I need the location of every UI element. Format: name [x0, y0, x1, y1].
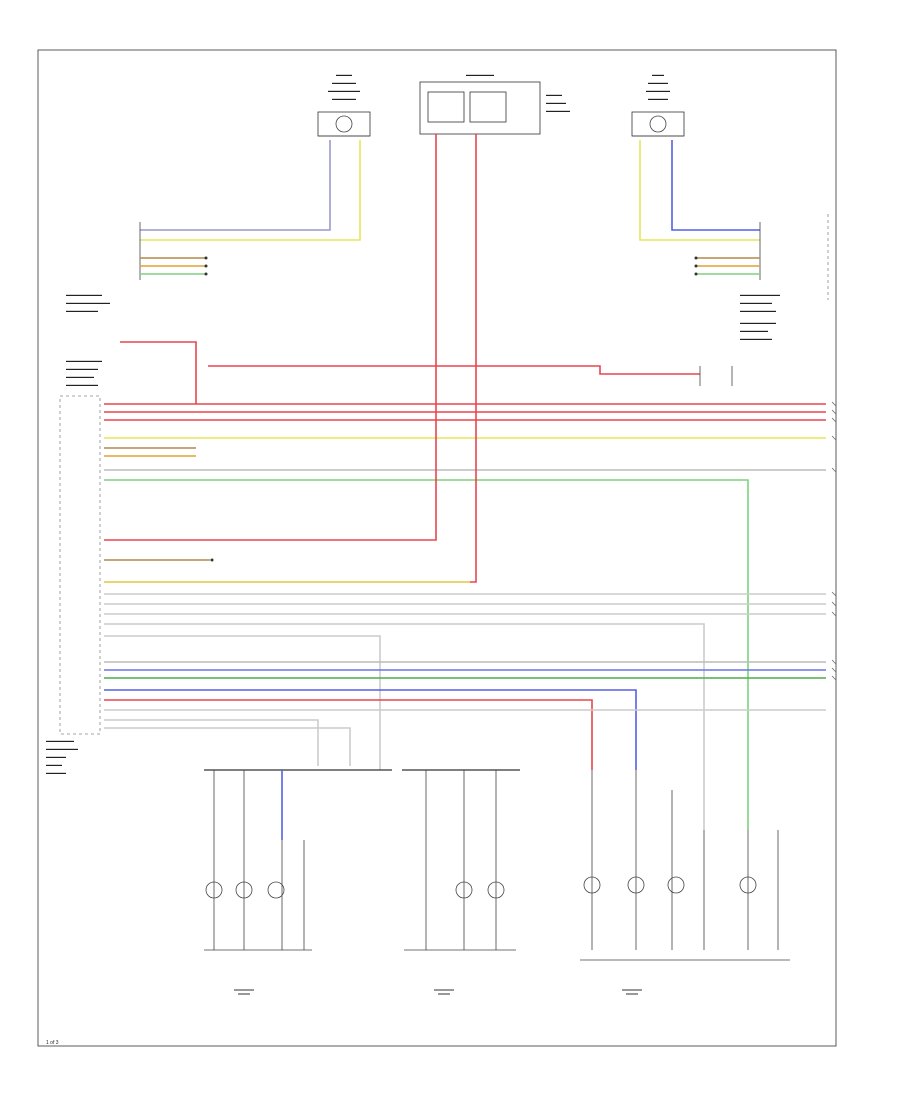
wire-blue-top-left: [140, 140, 331, 231]
svg-text:▬▬▬▬: ▬▬▬▬: [336, 72, 352, 77]
wire-gray-9: [104, 727, 351, 766]
svg-text:▬▬▬▬▬▬: ▬▬▬▬▬▬: [646, 88, 670, 93]
svg-text:▬▬▬▬▬▬▬▬: ▬▬▬▬▬▬▬▬: [66, 382, 98, 387]
main-control-module: [59, 395, 101, 735]
svg-text:▬▬▬▬▬▬▬▬: ▬▬▬▬▬▬▬▬: [66, 366, 98, 371]
wire-blue-top-right: [671, 140, 760, 231]
svg-text:▬▬▬▬▬: ▬▬▬▬▬: [648, 96, 668, 101]
wire-red-vertical-2: [104, 134, 477, 583]
svg-text:▬▬▬▬▬▬▬▬▬: ▬▬▬▬▬▬▬▬▬: [66, 292, 102, 297]
wire-gray-5: [104, 635, 381, 770]
wire-gray-8: [104, 719, 319, 766]
top-center-module: ▬▬▬▬▬▬▬ ▬▬▬▬ ▬▬▬▬▬ ▬▬▬▬▬▬: [419, 72, 570, 135]
wire-yellow-top-left: [140, 140, 361, 241]
svg-text:▬▬▬▬▬: ▬▬▬▬▬: [46, 754, 66, 759]
svg-text:▬▬▬▬▬▬: ▬▬▬▬▬▬: [332, 96, 356, 101]
wire-blue-2: [104, 689, 637, 770]
svg-text:▬▬▬▬▬▬▬▬▬: ▬▬▬▬▬▬▬▬▬: [66, 358, 102, 363]
svg-text:▬▬▬▬▬▬: ▬▬▬▬▬▬: [546, 108, 570, 113]
wire-red-upper-run: [208, 365, 700, 375]
svg-text:▬▬▬▬▬▬▬▬: ▬▬▬▬▬▬▬▬: [740, 300, 772, 305]
svg-text:▬▬▬▬: ▬▬▬▬: [46, 762, 62, 767]
wire-red-lower: [104, 699, 593, 770]
svg-text:▬▬▬▬▬▬▬▬▬▬: ▬▬▬▬▬▬▬▬▬▬: [740, 292, 780, 297]
bottom-center-group: [404, 770, 516, 951]
svg-text:▬▬▬: ▬▬▬: [652, 72, 664, 77]
svg-text:▬▬▬▬▬▬▬▬: ▬▬▬▬▬▬▬▬: [46, 746, 78, 751]
svg-text:▬▬▬▬▬▬▬▬▬: ▬▬▬▬▬▬▬▬▬: [740, 320, 776, 325]
svg-text:▬▬▬▬▬: ▬▬▬▬▬: [546, 100, 566, 105]
svg-text:▬▬▬▬▬▬▬: ▬▬▬▬▬▬▬: [46, 738, 74, 743]
svg-text:▬▬▬▬▬: ▬▬▬▬▬: [648, 80, 668, 85]
svg-text:▬▬▬▬▬▬▬▬▬▬▬: ▬▬▬▬▬▬▬▬▬▬▬: [66, 300, 110, 305]
ground-symbol-center: [434, 989, 454, 995]
page-number: 1 of 3: [46, 1040, 59, 1046]
wire-green-main: [104, 479, 749, 830]
bottom-left-group: [204, 770, 312, 951]
top-left-component: ▬▬▬▬ ▬▬▬▬▬▬ ▬▬▬▬▬▬▬▬ ▬▬▬▬▬▬: [317, 72, 371, 137]
svg-text:▬▬▬▬▬▬▬: ▬▬▬▬▬▬▬: [740, 328, 768, 333]
svg-text:▬▬▬▬▬▬▬: ▬▬▬▬▬▬▬: [66, 374, 94, 379]
svg-text:▬▬▬▬▬▬▬▬: ▬▬▬▬▬▬▬▬: [328, 88, 360, 93]
svg-text:▬▬▬▬▬▬▬: ▬▬▬▬▬▬▬: [466, 72, 494, 77]
svg-text:▬▬▬▬▬▬▬▬: ▬▬▬▬▬▬▬▬: [740, 336, 772, 341]
wire-gray-4: [104, 623, 705, 830]
wire-yellow-top-right: [639, 140, 760, 241]
svg-text:▬▬▬▬: ▬▬▬▬: [546, 92, 562, 97]
wire-red-loop: [120, 341, 197, 404]
bottom-right-group: [580, 770, 790, 961]
svg-text:▬▬▬▬▬: ▬▬▬▬▬: [46, 770, 66, 775]
wire-red-vertical: [104, 134, 437, 541]
svg-text:▬▬▬▬▬▬: ▬▬▬▬▬▬: [332, 80, 356, 85]
top-right-component: ▬▬▬ ▬▬▬▬▬ ▬▬▬▬▬▬ ▬▬▬▬▬: [631, 72, 685, 137]
ground-symbol-right: [622, 989, 642, 995]
svg-text:▬▬▬▬▬▬▬▬: ▬▬▬▬▬▬▬▬: [66, 308, 98, 313]
svg-text:▬▬▬▬▬▬▬▬▬: ▬▬▬▬▬▬▬▬▬: [740, 308, 776, 313]
ground-symbol-left: [234, 989, 254, 995]
diagram-frame: [37, 49, 837, 1047]
